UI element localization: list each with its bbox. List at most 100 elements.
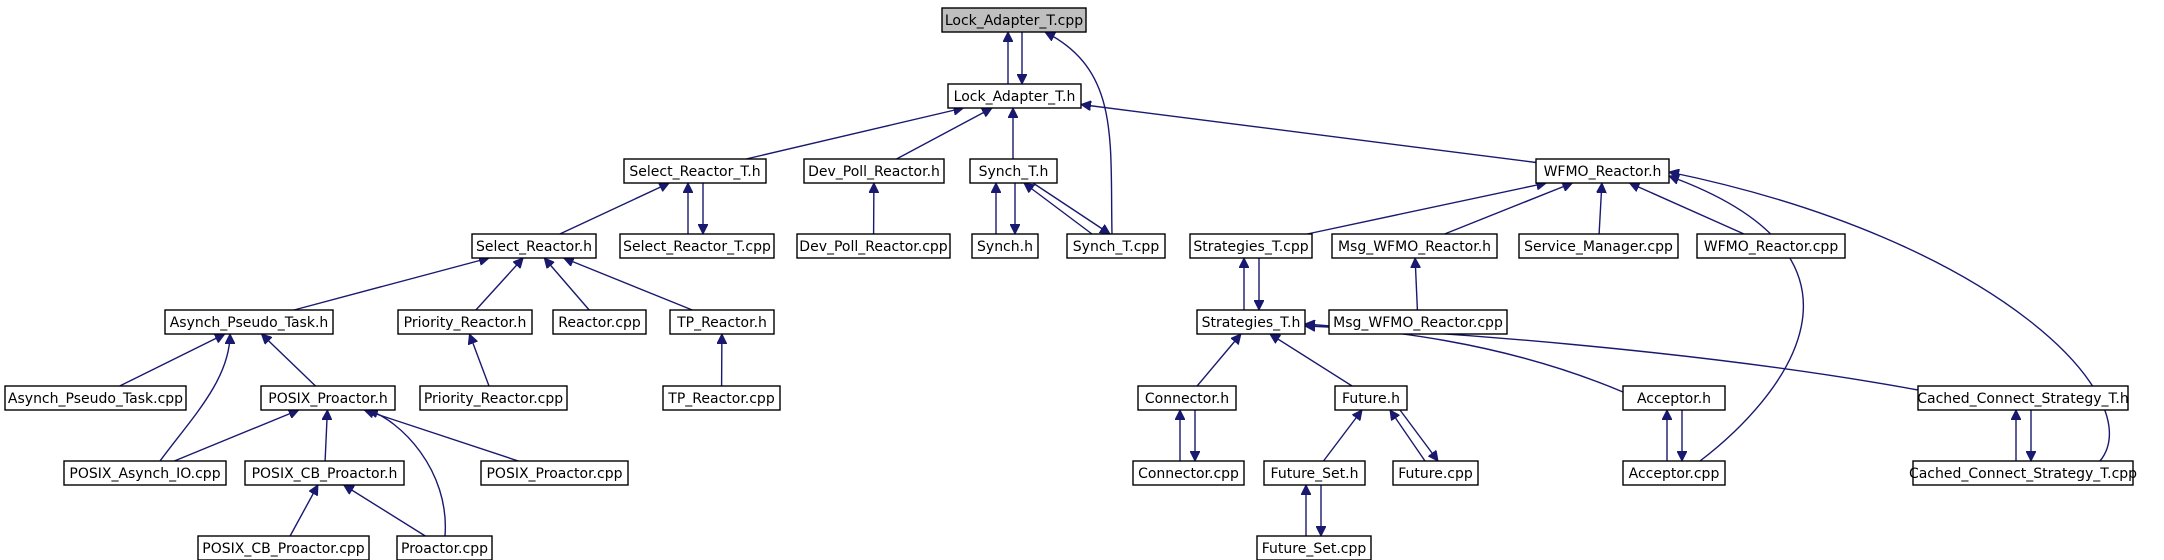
node-box xyxy=(796,233,951,259)
node-box xyxy=(1518,233,1679,259)
node-box xyxy=(1263,460,1366,486)
node-future-cpp[interactable]: Future.cpp xyxy=(1392,460,1479,486)
edge-msg-wfmo-reactor-cpp-to-msg-wfmo-reactor-h xyxy=(1415,258,1417,311)
node-synch-t-cpp[interactable]: Synch_T.cpp xyxy=(1066,233,1166,259)
node-posix-cb-proactor-cpp[interactable]: POSIX_CB_Proactor.cpp xyxy=(197,535,370,560)
node-posix-asynch-io-cpp[interactable]: POSIX_Asynch_IO.cpp xyxy=(63,460,227,486)
edge-tp-reactor-h-to-select-reactor-h xyxy=(564,258,693,311)
node-label: POSIX_CB_Proactor.h xyxy=(252,466,398,482)
node-box xyxy=(197,535,370,560)
node-cached-connect-strategy-t-h[interactable]: Cached_Connect_Strategy_T.h xyxy=(1917,385,2129,411)
node-box xyxy=(969,158,1058,184)
node-box xyxy=(1066,233,1166,259)
node-acceptor-h[interactable]: Acceptor.h xyxy=(1622,385,1726,411)
node-label: Dev_Poll_Reactor.h xyxy=(808,164,940,180)
edge-wfmo-reactor-cpp-to-wfmo-reactor-h xyxy=(1630,183,1745,235)
node-reactor-cpp[interactable]: Reactor.cpp xyxy=(552,309,647,335)
node-box xyxy=(971,233,1039,259)
node-connector-h[interactable]: Connector.h xyxy=(1137,385,1237,411)
edge-strategies-t-cpp-to-wfmo-reactor-h xyxy=(1307,183,1546,235)
node-synch-h[interactable]: Synch.h xyxy=(971,233,1039,259)
node-label: Future_Set.h xyxy=(1271,466,1359,482)
node-label: Service_Manager.cpp xyxy=(1524,239,1673,255)
edge-cached-connect-strategy-t-cpp-to-wfmo-reactor-h xyxy=(1669,172,2111,462)
node-label: POSIX_Proactor.cpp xyxy=(486,466,622,482)
node-strategies-t-h[interactable]: Strategies_T.h xyxy=(1196,309,1306,335)
node-cached-connect-strategy-t-cpp[interactable]: Cached_Connect_Strategy_T.cpp xyxy=(1909,460,2137,486)
node-label: Connector.h xyxy=(1145,391,1229,407)
node-future-h[interactable]: Future.h xyxy=(1334,385,1408,411)
node-label: Synch_T.h xyxy=(979,164,1049,180)
node-dev-poll-reactor-h[interactable]: Dev_Poll_Reactor.h xyxy=(803,158,945,184)
edge-posix-proactor-cpp-to-posix-proactor-h xyxy=(364,410,519,462)
node-box xyxy=(1392,460,1479,486)
node-box xyxy=(260,385,396,411)
node-priority-reactor-h[interactable]: Priority_Reactor.h xyxy=(397,309,533,335)
node-proactor-cpp[interactable]: Proactor.cpp xyxy=(396,535,493,560)
edge-synch-t-cpp-to-lock-adapter-t-cpp xyxy=(1045,31,1113,235)
node-asynch-pseudo-task-h[interactable]: Asynch_Pseudo_Task.h xyxy=(164,309,334,335)
node-box xyxy=(1917,385,2129,411)
node-label: Acceptor.h xyxy=(1637,391,1711,407)
node-box xyxy=(1328,309,1508,335)
node-box xyxy=(419,385,568,411)
node-wfmo-reactor-cpp[interactable]: WFMO_Reactor.cpp xyxy=(1696,233,1846,259)
edge-connector-h-to-strategies-t-h xyxy=(1196,334,1241,387)
edges-layer xyxy=(119,31,2111,537)
node-box xyxy=(1334,385,1408,411)
node-lock-adapter-t-cpp[interactable]: Lock_Adapter_T.cpp xyxy=(941,7,1087,33)
node-box xyxy=(480,460,629,486)
edge-select-reactor-t-h-to-lock-adapter-t-h xyxy=(745,108,963,160)
node-box xyxy=(1696,233,1846,259)
node-posix-cb-proactor-h[interactable]: POSIX_CB_Proactor.h xyxy=(244,460,405,486)
node-asynch-pseudo-task-cpp[interactable]: Asynch_Pseudo_Task.cpp xyxy=(4,385,187,411)
node-label: Synch.h xyxy=(977,239,1033,255)
node-dev-poll-reactor-cpp[interactable]: Dev_Poll_Reactor.cpp xyxy=(796,233,951,259)
node-select-reactor-h[interactable]: Select_Reactor.h xyxy=(471,233,597,259)
nodes-layer: Lock_Adapter_T.cppLock_Adapter_T.hSelect… xyxy=(4,7,2137,560)
node-select-reactor-t-cpp[interactable]: Select_Reactor_T.cpp xyxy=(619,233,775,259)
node-msg-wfmo-reactor-cpp[interactable]: Msg_WFMO_Reactor.cpp xyxy=(1328,309,1508,335)
node-msg-wfmo-reactor-h[interactable]: Msg_WFMO_Reactor.h xyxy=(1331,233,1498,259)
node-label: Select_Reactor_T.cpp xyxy=(623,239,771,255)
edge-future-h-to-future-cpp xyxy=(1399,409,1438,461)
edge-proactor-cpp-to-posix-cb-proactor-h xyxy=(344,484,426,537)
node-box xyxy=(4,385,187,411)
node-label: Lock_Adapter_T.cpp xyxy=(945,13,1083,29)
node-box xyxy=(396,535,493,560)
edge-posix-asynch-io-cpp-to-posix-proactor-h xyxy=(174,410,298,462)
edge-priority-reactor-h-to-select-reactor-h xyxy=(475,258,523,311)
node-future-set-cpp[interactable]: Future_Set.cpp xyxy=(1256,535,1372,560)
edge-future-set-h-to-future-h xyxy=(1322,410,1363,462)
node-box xyxy=(1189,233,1313,259)
node-box xyxy=(1535,158,1670,184)
node-box xyxy=(471,233,597,259)
edge-posix-proactor-h-to-asynch-pseudo-task-h xyxy=(262,334,316,387)
node-box xyxy=(662,385,781,411)
node-label: POSIX_Asynch_IO.cpp xyxy=(69,466,220,482)
node-label: Asynch_Pseudo_Task.h xyxy=(170,315,329,331)
node-service-manager-cpp[interactable]: Service_Manager.cpp xyxy=(1518,233,1679,259)
node-label: Msg_WFMO_Reactor.cpp xyxy=(1333,315,1503,331)
node-box xyxy=(244,460,405,486)
node-wfmo-reactor-h[interactable]: WFMO_Reactor.h xyxy=(1535,158,1670,184)
node-tp-reactor-h[interactable]: TP_Reactor.h xyxy=(669,309,775,335)
edge-dev-poll-reactor-h-to-lock-adapter-t-h xyxy=(896,107,993,160)
edge-posix-cb-proactor-h-to-posix-proactor-h xyxy=(325,410,327,462)
node-label: Dev_Poll_Reactor.cpp xyxy=(799,239,948,255)
node-label: Acceptor.cpp xyxy=(1629,466,1720,482)
node-priority-reactor-cpp[interactable]: Priority_Reactor.cpp xyxy=(419,385,568,411)
node-synch-t-h[interactable]: Synch_T.h xyxy=(969,158,1058,184)
node-tp-reactor-cpp[interactable]: TP_Reactor.cpp xyxy=(662,385,781,411)
node-connector-cpp[interactable]: Connector.cpp xyxy=(1132,460,1245,486)
node-select-reactor-t-h[interactable]: Select_Reactor_T.h xyxy=(623,158,767,184)
node-label: Future.cpp xyxy=(1398,466,1473,482)
node-lock-adapter-t-h[interactable]: Lock_Adapter_T.h xyxy=(947,83,1082,109)
edge-priority-reactor-cpp-to-priority-reactor-h xyxy=(470,334,490,387)
node-posix-proactor-cpp[interactable]: POSIX_Proactor.cpp xyxy=(480,460,629,486)
node-future-set-h[interactable]: Future_Set.h xyxy=(1263,460,1366,486)
node-strategies-t-cpp[interactable]: Strategies_T.cpp xyxy=(1189,233,1313,259)
node-acceptor-cpp[interactable]: Acceptor.cpp xyxy=(1622,460,1726,486)
node-posix-proactor-h[interactable]: POSIX_Proactor.h xyxy=(260,385,396,411)
